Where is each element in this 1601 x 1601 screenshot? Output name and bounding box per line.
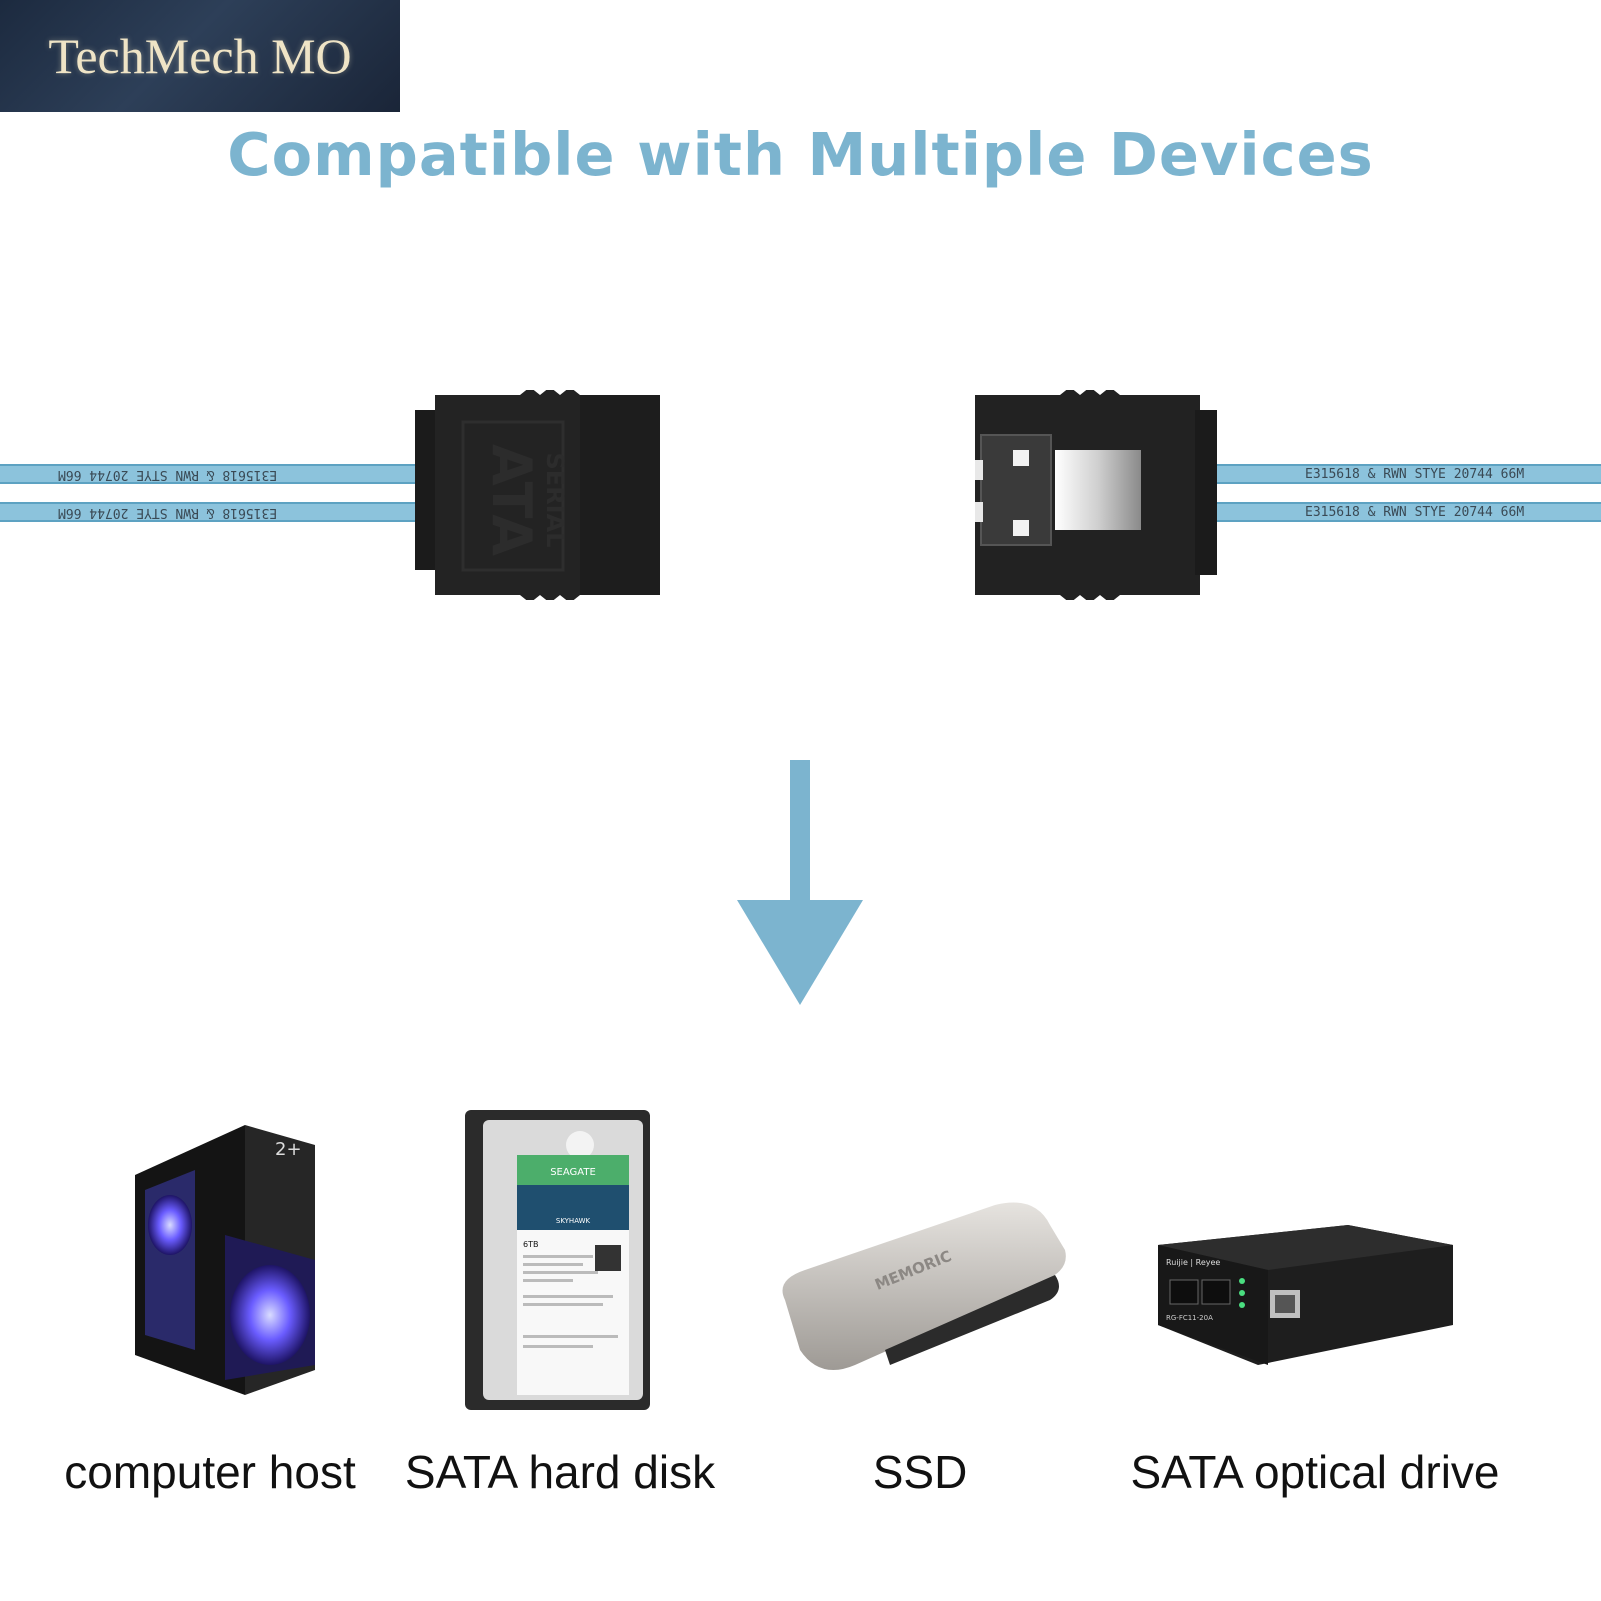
ssd-enclosure-icon: MEMORIC <box>782 1202 1066 1370</box>
left-cable-strand-bottom: E315618 & RWN STYE 20744 66M <box>0 502 420 522</box>
device-label-computer-host: computer host <box>64 1446 356 1498</box>
connector-serial-text: SERIAL <box>541 453 569 548</box>
media-converter-icon: Ruijie | Reyee RG-FC11-20A <box>1158 1225 1453 1365</box>
cable-print: E315618 & RWN STYE 20744 66M <box>1305 467 1525 482</box>
cable-print: E315618 & RWN STYE 20744 66M <box>58 467 278 482</box>
device-label-sata-optical-drive: SATA optical drive <box>1130 1446 1500 1498</box>
sata-connector-left: SERIAL ATA <box>415 390 660 600</box>
device-label-sata-hard-disk: SATA hard disk <box>404 1446 716 1498</box>
cable-print: E315618 & RWN STYE 20744 66M <box>1305 505 1525 520</box>
converter-brand: Ruijie | Reyee <box>1166 1258 1220 1267</box>
connector-ata-text: ATA <box>480 444 543 556</box>
hard-disk-icon: SEAGATE SKYHAWK 6TB <box>465 1110 650 1410</box>
hdd-model: SKYHAWK <box>556 1217 591 1225</box>
cable-print: E315618 & RWN STYE 20744 66M <box>58 505 278 520</box>
hdd-brand: SEAGATE <box>550 1167 596 1178</box>
right-cable-strand-top: E315618 & RWN STYE 20744 66M <box>1210 464 1601 484</box>
brand-logo: TechMech MO <box>0 0 400 112</box>
arrow-down-icon <box>737 760 863 1005</box>
left-cable-strand-top: E315618 & RWN STYE 20744 66M <box>0 464 420 484</box>
right-cable-strand-bottom: E315618 & RWN STYE 20744 66M <box>1210 502 1601 522</box>
device-label-ssd: SSD <box>872 1446 968 1498</box>
converter-model: RG-FC11-20A <box>1166 1314 1213 1322</box>
page-title: Compatible with Multiple Devices <box>227 120 1374 189</box>
computer-tower-icon: 2+ <box>135 1125 315 1395</box>
sata-connector-right <box>975 390 1217 600</box>
svg-text:2+: 2+ <box>275 1139 302 1160</box>
hdd-capacity: 6TB <box>523 1240 538 1249</box>
brand-name: TechMech MO <box>48 28 352 84</box>
